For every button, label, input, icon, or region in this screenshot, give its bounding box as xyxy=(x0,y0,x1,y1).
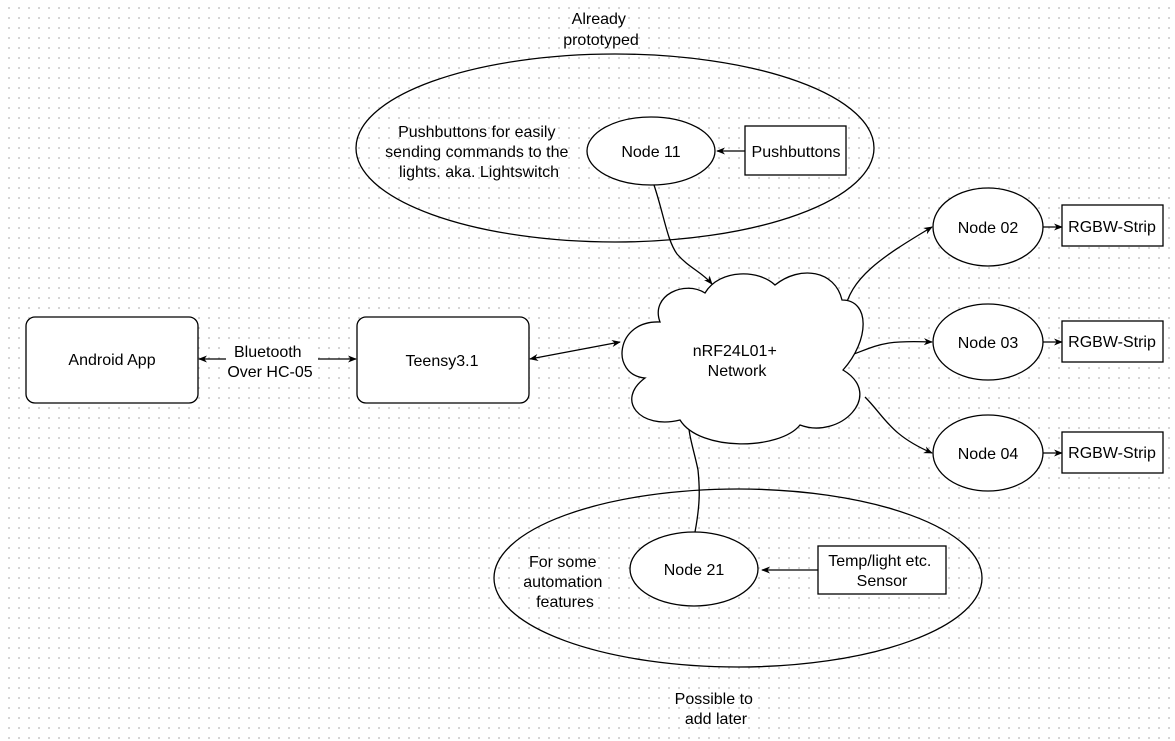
strip04-label: RGBW-Strip xyxy=(1068,445,1156,462)
pushbuttons-node: Pushbuttons xyxy=(744,125,847,176)
node03-label: Node 03 xyxy=(958,335,1019,352)
node02-label: Node 02 xyxy=(958,220,1019,237)
node11-label: Node 11 xyxy=(621,144,680,161)
strip03-label: RGBW-Strip xyxy=(1068,334,1156,351)
node02: Node 02 xyxy=(932,187,1044,267)
sensor-label: Temp/light etc. Sensor xyxy=(828,553,936,590)
top-group-caption: Already prototyped xyxy=(563,11,639,49)
teensy-label: Teensy3.1 xyxy=(406,353,479,370)
network-cloud: nRF24L01+ Network xyxy=(621,272,864,445)
edge-network-node04 xyxy=(864,396,933,454)
android-app-label: Android App xyxy=(68,352,155,369)
bottom-group-note: For some automation features xyxy=(523,554,607,611)
node03: Node 03 xyxy=(932,303,1044,381)
strip04-node: RGBW-Strip xyxy=(1061,431,1164,474)
android-app-node: Android App xyxy=(25,316,199,404)
node21-label: Node 21 xyxy=(664,562,725,579)
network-label: nRF24L01+ Network xyxy=(693,343,782,380)
teensy-node: Teensy3.1 xyxy=(356,316,530,404)
bottom-group-ellipse xyxy=(493,488,983,668)
node04: Node 04 xyxy=(932,414,1044,492)
edge-teensy-network xyxy=(529,339,621,362)
node11: Node 11 xyxy=(586,116,716,186)
strip02-label: RGBW-Strip xyxy=(1068,219,1156,236)
node21: Node 21 xyxy=(629,531,759,607)
edge-node11-network xyxy=(653,184,713,285)
pushbuttons-label: Pushbuttons xyxy=(752,144,841,161)
bluetooth-edge-label: Bluetooth Over HC-05 xyxy=(227,344,312,381)
sensor-node: Temp/light etc. Sensor xyxy=(817,545,947,595)
edge-network-node02 xyxy=(843,226,933,314)
strip03-node: RGBW-Strip xyxy=(1061,320,1164,363)
edge-node21-network xyxy=(684,415,700,533)
strip02-node: RGBW-Strip xyxy=(1061,204,1164,247)
bottom-group-caption: Possible to add later xyxy=(675,691,758,728)
node04-label: Node 04 xyxy=(958,446,1019,463)
top-group-ellipse xyxy=(355,53,875,243)
top-group-note: Pushbuttons for easily sending commands … xyxy=(385,124,573,181)
